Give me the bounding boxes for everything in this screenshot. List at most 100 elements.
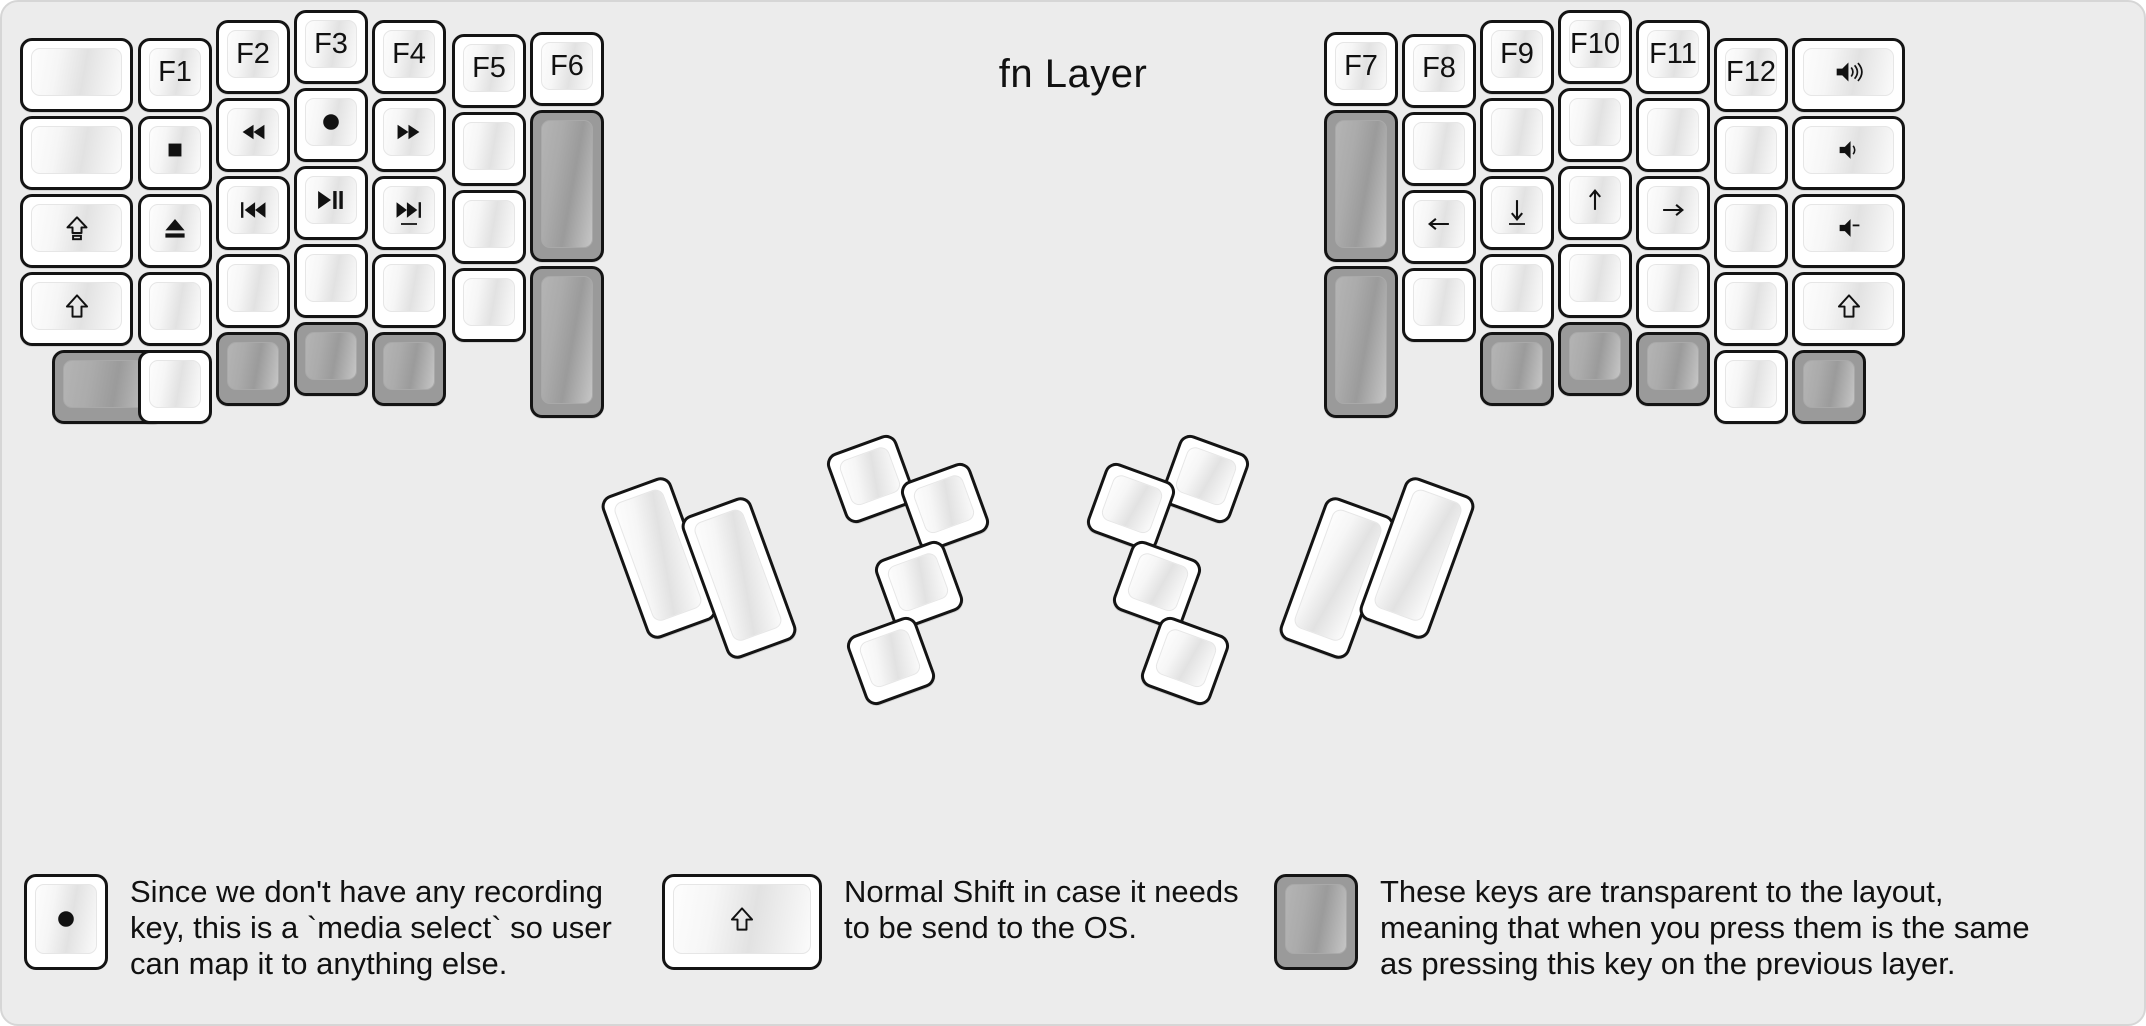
keycap-surface [1153, 626, 1219, 690]
key-col-index-1[interactable] [1480, 98, 1554, 172]
key-col-pinky-2[interactable] [138, 194, 212, 268]
keycap-surface [31, 48, 122, 96]
key-col-ring-4[interactable] [216, 332, 290, 406]
note-transparent-text: These keys are transparent to the layout… [1380, 874, 2030, 981]
key-col-index-inner-1[interactable] [452, 112, 526, 186]
keycap-surface [837, 444, 903, 508]
key-col-index-0[interactable]: F4 [372, 20, 446, 94]
key-col-ring-2[interactable] [216, 176, 290, 250]
key-col-middle-4[interactable] [294, 322, 368, 396]
key-col-ring-0[interactable]: F2 [216, 20, 290, 94]
key-col-inner-0[interactable]: F7 [1324, 32, 1398, 106]
left-thumb-key-2[interactable] [823, 431, 919, 527]
key-col-pinky-0[interactable]: F1 [138, 38, 212, 112]
key-col-pinky-2[interactable] [1714, 194, 1788, 268]
left-thumb-key-5[interactable] [843, 613, 939, 709]
key-col-middle-2[interactable] [294, 166, 368, 240]
key-col-index-3[interactable] [1480, 254, 1554, 328]
keycap-surface [911, 472, 977, 536]
key-col-ring-2[interactable] [1636, 176, 1710, 250]
key-col-middle-2[interactable] [1558, 166, 1632, 240]
key-col-inner-1[interactable] [530, 110, 604, 262]
key-label: F3 [314, 27, 348, 60]
key-col-inner-2[interactable] [1324, 266, 1398, 418]
keycap-surface: F8 [1413, 44, 1465, 92]
key-col-middle-0[interactable]: F3 [294, 10, 368, 84]
key-label: F7 [1344, 49, 1378, 82]
key-col-ring-4[interactable] [1636, 332, 1710, 406]
caps-lock-icon [63, 212, 91, 244]
key-col-inner-2[interactable] [530, 266, 604, 418]
keycap-surface: F9 [1491, 30, 1543, 78]
key-col-middle-0[interactable]: F10 [1558, 10, 1632, 84]
keycap-surface [885, 550, 951, 614]
key-col-index-3[interactable] [372, 254, 446, 328]
keycap-surface [1647, 342, 1699, 390]
record-icon [51, 904, 81, 934]
key-col-index-2[interactable] [1480, 176, 1554, 250]
key-label: F6 [550, 49, 584, 82]
key-col-index-4[interactable] [1480, 332, 1554, 406]
key-col-ring-1[interactable] [1636, 98, 1710, 172]
key-col-inner-1[interactable] [1324, 110, 1398, 262]
keycap-surface [1173, 444, 1239, 508]
key-col-middle-3[interactable] [1558, 244, 1632, 318]
key-col-pinky-outer-2[interactable] [20, 194, 133, 268]
right-thumb-key-2[interactable] [1109, 537, 1205, 633]
left-thumb-key-4[interactable] [871, 537, 967, 633]
key-col-pinky-outer-1[interactable] [20, 116, 133, 190]
fast-forward-icon [392, 119, 426, 145]
key-col-ring-3[interactable] [216, 254, 290, 328]
key-col-index-inner-2[interactable] [1402, 190, 1476, 264]
keycap-surface: F7 [1335, 42, 1387, 90]
left-thumb-key-3[interactable] [897, 459, 993, 555]
key-col-pinky-outer-3[interactable] [1792, 272, 1905, 346]
key-col-pinky-0[interactable]: F12 [1714, 38, 1788, 112]
key-col-index-inner-1[interactable] [1402, 112, 1476, 186]
key-col-ring-0[interactable]: F11 [1636, 20, 1710, 94]
keycap-surface [149, 204, 201, 252]
key-col-middle-1[interactable] [1558, 88, 1632, 162]
key-col-index-0[interactable]: F9 [1480, 20, 1554, 94]
key-col-pinky-outer-1[interactable] [1792, 116, 1905, 190]
key-col-ring-1[interactable] [216, 98, 290, 172]
key-col-pinky-3[interactable] [138, 272, 212, 346]
right-thumb-key-1[interactable] [1083, 459, 1179, 555]
key-col-index-inner-0[interactable]: F8 [1402, 34, 1476, 108]
keycap-surface [1569, 254, 1621, 302]
keycap-surface [1491, 108, 1543, 156]
right-thumb-key-0[interactable] [1157, 431, 1253, 527]
key-col-middle-1[interactable] [294, 88, 368, 162]
keycap-surface [31, 126, 122, 174]
key-col-pinky-outer-3[interactable] [20, 272, 133, 346]
key-col-middle-3[interactable] [294, 244, 368, 318]
key-col-pinky-4[interactable] [1714, 350, 1788, 424]
keycap-surface [1803, 282, 1894, 330]
key-col-pinky-3[interactable] [1714, 272, 1788, 346]
key-col-index-1[interactable] [372, 98, 446, 172]
right-thumb-key-3[interactable] [1137, 613, 1233, 709]
keycap-surface [1569, 332, 1621, 380]
key-col-pinky-outer-4[interactable] [1792, 350, 1866, 424]
keycap-surface [463, 200, 515, 248]
key-col-pinky-1[interactable] [138, 116, 212, 190]
key-col-index-4[interactable] [372, 332, 446, 406]
key-col-index-inner-3[interactable] [452, 268, 526, 342]
key-col-index-2[interactable] [372, 176, 446, 250]
arrow-up-icon [1582, 183, 1608, 217]
keycap-surface [1725, 282, 1777, 330]
key-col-ring-3[interactable] [1636, 254, 1710, 328]
key-col-pinky-outer-2[interactable] [1792, 194, 1905, 268]
key-col-index-inner-3[interactable] [1402, 268, 1476, 342]
key-col-pinky-1[interactable] [1714, 116, 1788, 190]
shift-icon [1835, 291, 1863, 321]
keycap-surface [31, 204, 122, 252]
key-col-pinky-4[interactable] [138, 350, 212, 424]
key-col-pinky-outer-0[interactable] [20, 38, 133, 112]
key-col-index-inner-2[interactable] [452, 190, 526, 264]
keycap-surface [1803, 48, 1894, 96]
key-col-inner-0[interactable]: F6 [530, 32, 604, 106]
key-col-pinky-outer-0[interactable] [1792, 38, 1905, 112]
key-col-index-inner-0[interactable]: F5 [452, 34, 526, 108]
key-col-middle-4[interactable] [1558, 322, 1632, 396]
